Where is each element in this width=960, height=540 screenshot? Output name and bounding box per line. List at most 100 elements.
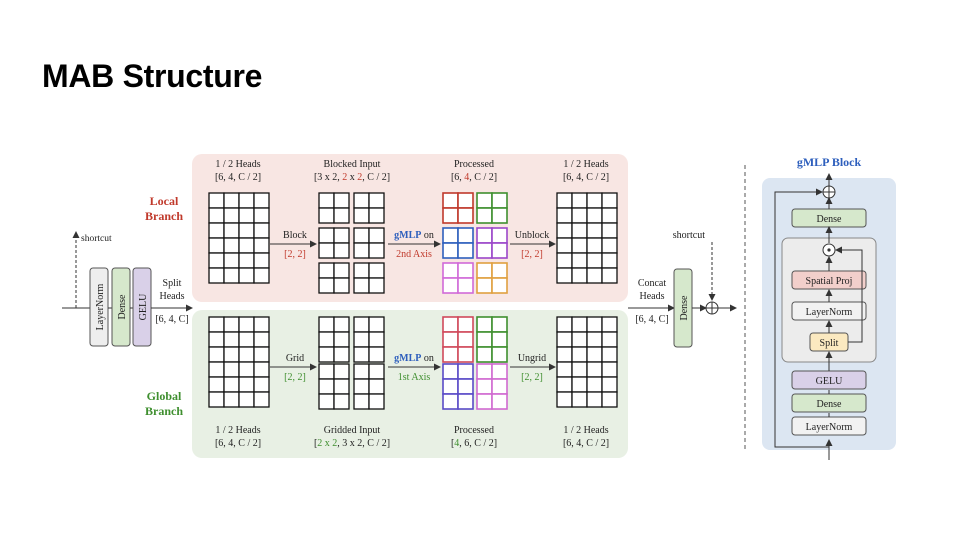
processed-block-cell	[476, 192, 493, 209]
processed-grid-cell	[476, 363, 493, 380]
feature-grid-cell	[601, 192, 618, 209]
feature-grid-cell	[238, 222, 255, 239]
concat-heads-label-2: Heads	[640, 291, 665, 302]
layernorm-label: LayerNorm	[95, 283, 106, 330]
processed-block-cell	[442, 277, 459, 294]
feature-grid-cell	[208, 237, 225, 254]
feature-grid-cell	[223, 361, 240, 378]
blocked-cell	[368, 207, 385, 224]
feature-grid-cell	[208, 316, 225, 333]
feature-grid-cell	[571, 252, 588, 269]
feature-grid-cell	[571, 207, 588, 224]
gmlp-layernorm-label: LayerNorm	[806, 422, 853, 433]
add-icon	[705, 301, 719, 315]
local-blocked-shape: [3 x 2, 2 x 2, C / 2]	[314, 172, 390, 183]
feature-grid-cell	[223, 267, 240, 284]
gmlp-add-icon	[822, 185, 836, 199]
grid-op-label: Grid	[286, 353, 304, 364]
gridded-cell	[368, 363, 385, 380]
local-gmlp-axis: 2nd Axis	[396, 249, 432, 260]
feature-grid-cell	[253, 346, 270, 363]
local-blocked-title: Blocked Input	[324, 159, 381, 170]
feature-grid-cell	[223, 376, 240, 393]
blocked-cell	[333, 242, 350, 259]
blocked-cell	[333, 277, 350, 294]
block-op-param: [2, 2]	[284, 249, 306, 260]
gelu-box	[132, 267, 152, 347]
global-branch-label-2: Branch	[145, 404, 183, 418]
gridded-cell	[353, 363, 370, 380]
processed-grid-cell	[442, 331, 459, 348]
blocked-cell	[353, 192, 370, 209]
feature-grid-cell	[223, 316, 240, 333]
blocked-cell	[318, 207, 335, 224]
feature-grid-cell	[238, 192, 255, 209]
processed-block-cell	[476, 242, 493, 259]
feature-grid-cell	[556, 192, 573, 209]
feature-grid-cell	[601, 361, 618, 378]
processed-grid-cell	[457, 331, 474, 348]
processed-grid-cell	[457, 316, 474, 333]
multiply-icon	[822, 243, 836, 257]
feature-grid-cell	[571, 222, 588, 239]
shortcut-left-label: shortcut	[81, 234, 112, 244]
gridded-cell	[353, 316, 370, 333]
feature-grid-cell	[571, 391, 588, 408]
processed-block-cell	[491, 227, 508, 244]
gridded-cell	[318, 363, 335, 380]
global-processed-title: Processed	[454, 425, 494, 436]
feature-grid-cell	[601, 237, 618, 254]
feature-grid-cell	[223, 346, 240, 363]
feature-grid-cell	[253, 267, 270, 284]
feature-grid-cell	[556, 237, 573, 254]
blocked-cell	[318, 242, 335, 259]
feature-grid-cell	[208, 252, 225, 269]
gridded-cell	[368, 331, 385, 348]
feature-grid-cell	[571, 267, 588, 284]
split-label: Split	[820, 338, 839, 349]
feature-grid-cell	[556, 391, 573, 408]
local-out-shape: [6, 4, C / 2]	[563, 172, 609, 183]
processed-block-cell	[476, 227, 493, 244]
feature-grid-cell	[601, 316, 618, 333]
processed-grid-cell	[457, 346, 474, 363]
gelu-label: GELU	[138, 293, 149, 320]
processed-grid-cell	[476, 378, 493, 395]
feature-grid-cell	[571, 346, 588, 363]
processed-block-cell	[491, 262, 508, 279]
local-heads-shape: [6, 4, C / 2]	[215, 172, 261, 183]
feature-grid-cell	[586, 361, 603, 378]
blocked-cell	[353, 227, 370, 244]
feature-grid-cell	[238, 346, 255, 363]
gridded-cell	[333, 316, 350, 333]
local-branch-panel	[192, 154, 628, 302]
feature-grid-cell	[253, 252, 270, 269]
feature-grid-cell	[208, 331, 225, 348]
feature-grid-cell	[238, 331, 255, 348]
blocked-cell	[333, 192, 350, 209]
feature-grid-cell	[223, 252, 240, 269]
feature-grid-cell	[556, 207, 573, 224]
processed-block-cell	[442, 242, 459, 259]
feature-grids	[208, 192, 618, 410]
gmlp-gelu-label: GELU	[816, 376, 843, 387]
feature-grid-cell	[601, 267, 618, 284]
gridded-cell	[353, 393, 370, 410]
processed-block-cell	[491, 192, 508, 209]
feature-grid-cell	[208, 361, 225, 378]
feature-grid-cell	[571, 192, 588, 209]
feature-grid-cell	[253, 192, 270, 209]
processed-grid-cell	[457, 378, 474, 395]
feature-grid-cell	[571, 376, 588, 393]
global-gridded-title: Gridded Input	[324, 425, 381, 436]
processed-block-cell	[457, 192, 474, 209]
local-out-title: 1 / 2 Heads	[563, 159, 608, 170]
gridded-cell	[353, 331, 370, 348]
local-heads-title: 1 / 2 Heads	[215, 159, 260, 170]
blocked-cell	[333, 262, 350, 279]
processed-block-cell	[457, 242, 474, 259]
feature-grid-cell	[601, 252, 618, 269]
processed-block-cell	[491, 207, 508, 224]
global-gmlp-axis: 1st Axis	[398, 372, 431, 383]
blocked-cell	[353, 277, 370, 294]
